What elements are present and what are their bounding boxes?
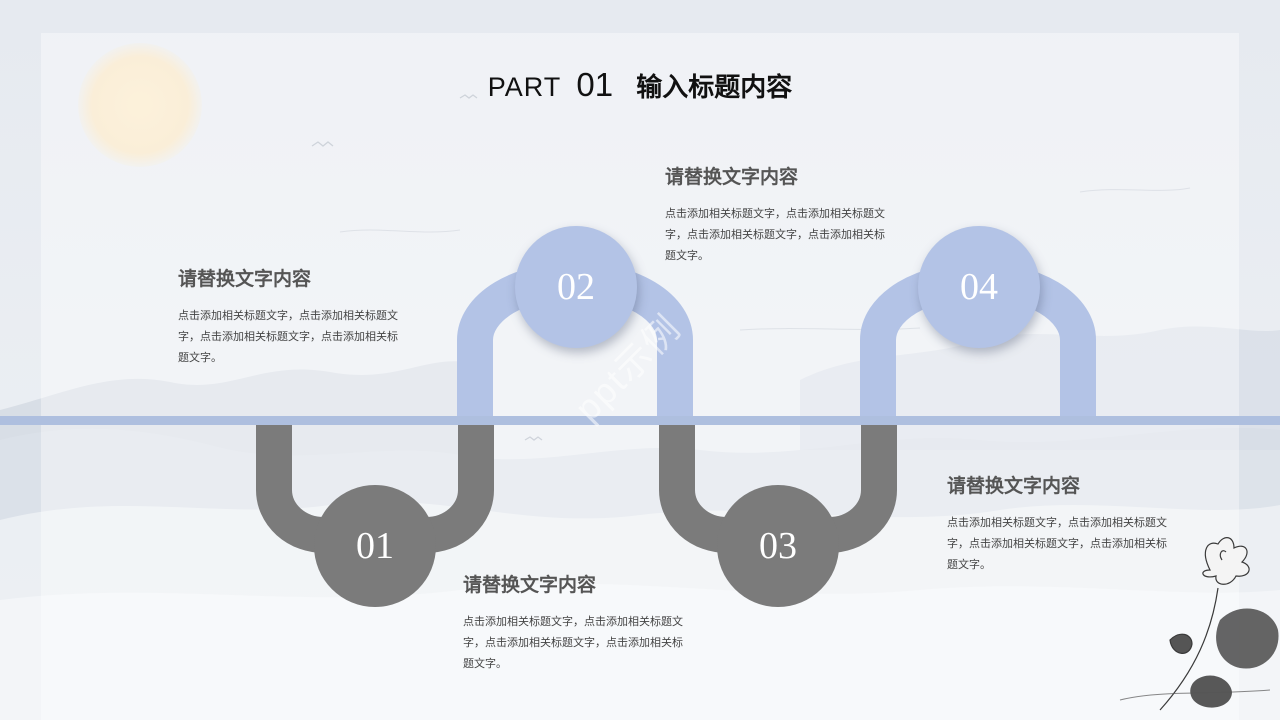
sun-decoration <box>78 43 202 167</box>
step-body: 点击添加相关标题文字，点击添加相关标题文字，点击添加相关标题文字，点击添加相关标… <box>947 516 1167 571</box>
step-number-03: 03 <box>717 485 839 607</box>
step-number-04: 04 <box>918 226 1040 348</box>
content-panel <box>41 33 1239 720</box>
step-number-01: 01 <box>314 485 436 607</box>
title-part-number: 01 <box>576 66 614 103</box>
timeline-bar <box>0 416 1280 425</box>
text-block-step-04: 请替换文字内容 点击添加相关标题文字，点击添加相关标题文字，点击添加相关标题文字… <box>947 471 1169 575</box>
title-part-label: PART <box>487 72 562 102</box>
step-body: 点击添加相关标题文字，点击添加相关标题文字，点击添加相关标题文字，点击添加相关标… <box>665 207 885 262</box>
step-heading: 请替换文字内容 <box>665 166 799 188</box>
step-number-02: 02 <box>515 226 637 348</box>
step-body: 点击添加相关标题文字，点击添加相关标题文字，点击添加相关标题文字，点击添加相关标… <box>178 309 398 364</box>
text-block-step-03: 请替换文字内容 点击添加相关标题文字，点击添加相关标题文字，点击添加相关标题文字… <box>463 570 685 674</box>
text-block-step-01: 请替换文字内容 点击添加相关标题文字，点击添加相关标题文字，点击添加相关标题文字… <box>178 264 400 368</box>
step-body: 点击添加相关标题文字，点击添加相关标题文字，点击添加相关标题文字，点击添加相关标… <box>463 615 683 670</box>
text-block-step-02: 请替换文字内容 点击添加相关标题文字，点击添加相关标题文字，点击添加相关标题文字… <box>665 162 887 266</box>
title-text: 输入标题内容 <box>636 73 793 103</box>
lotus-ink-decoration <box>1119 537 1279 711</box>
step-heading: 请替换文字内容 <box>178 268 312 290</box>
step-heading: 请替换文字内容 <box>463 574 597 596</box>
step-heading: 请替换文字内容 <box>947 475 1081 497</box>
page-title: PART 01 输入标题内容 <box>0 66 1280 104</box>
